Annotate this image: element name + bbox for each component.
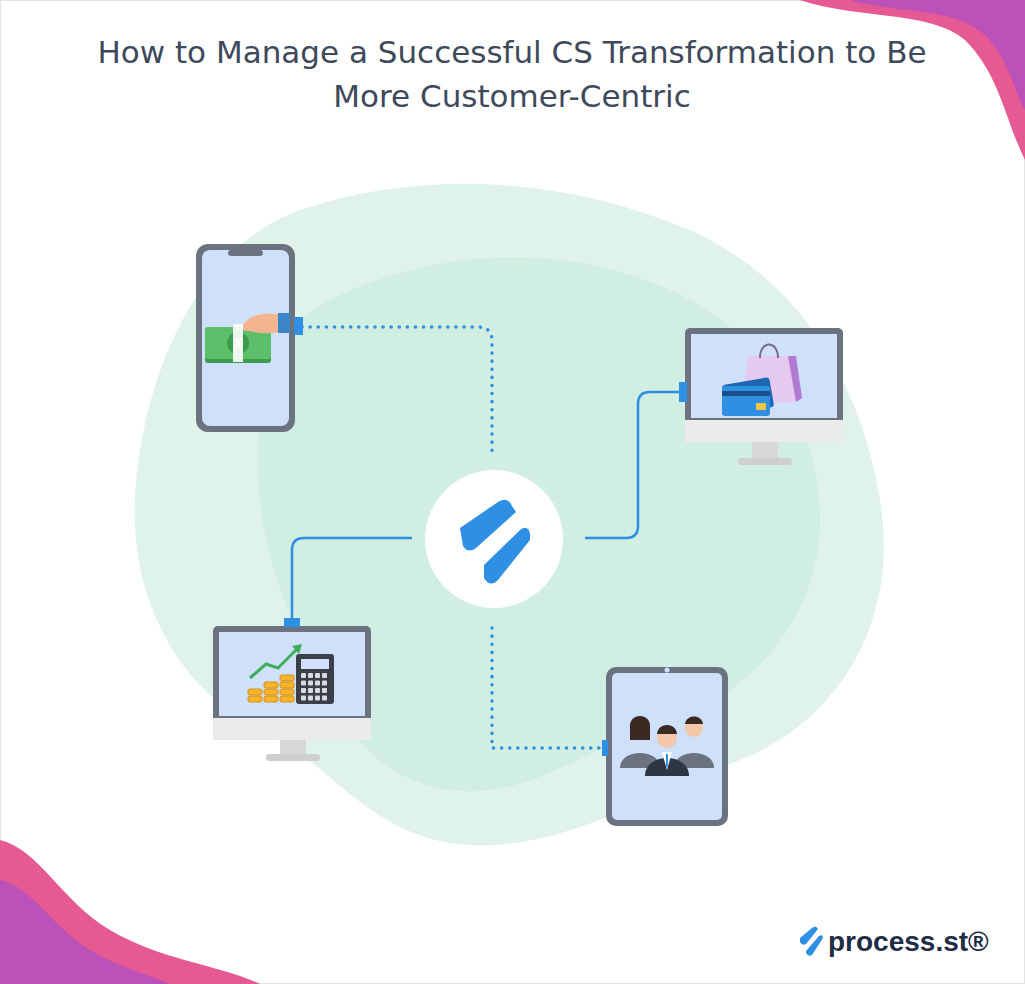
monitor-icon: [213, 618, 371, 761]
brand-watermark: process.st®: [828, 926, 989, 958]
currency-symbol: $: [234, 336, 241, 350]
corner-blob: [0, 840, 260, 984]
brand-logo: [800, 927, 823, 956]
phone-icon: [196, 244, 303, 432]
corner-blob: [0, 880, 170, 984]
corner-blob: [800, 0, 1025, 160]
dotted-wire: [302, 327, 492, 452]
tablet-icon: [602, 667, 728, 826]
wire: [292, 538, 412, 622]
wire: [585, 392, 683, 538]
background-blob: [135, 184, 884, 846]
monitor-icon: [679, 328, 843, 465]
title: How to Manage a Successful CS Transforma…: [62, 30, 962, 118]
dotted-wire: [492, 628, 604, 748]
hub-logo: [425, 470, 563, 608]
